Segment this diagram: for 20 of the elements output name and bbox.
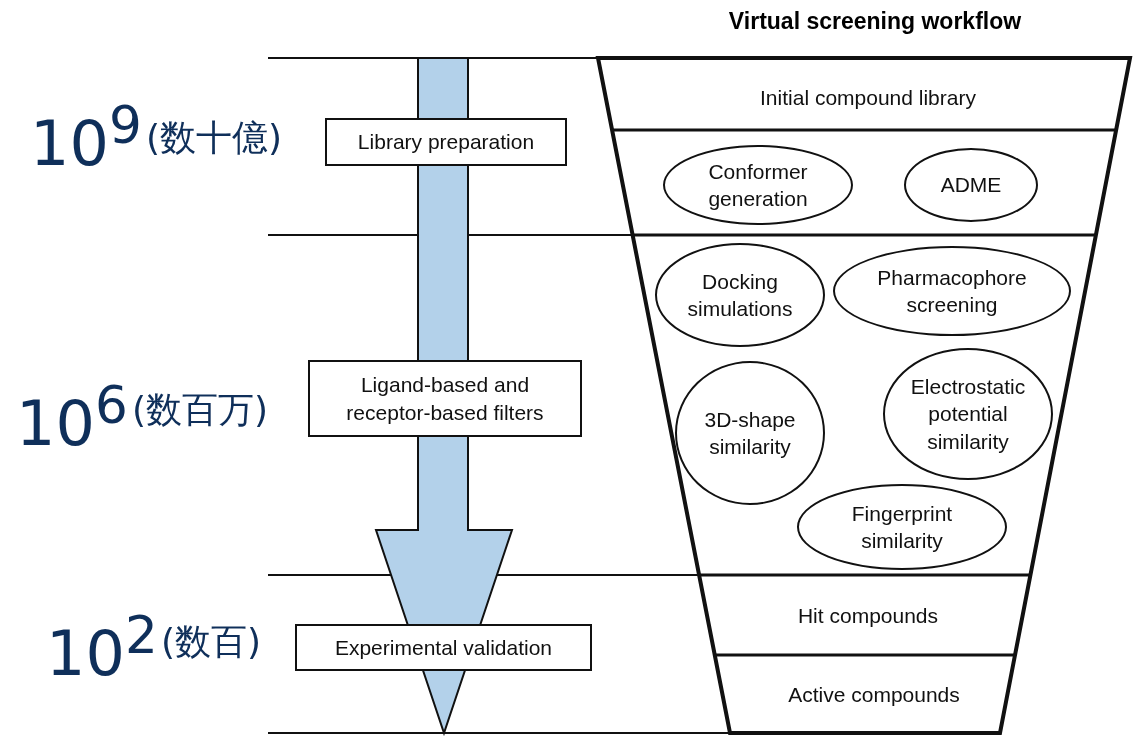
method-ellipse: Fingerprint similarity bbox=[797, 484, 1007, 570]
method-ellipse: Pharmacophore screening bbox=[833, 246, 1071, 336]
title: Virtual screening workflow bbox=[727, 8, 1023, 35]
stage-label: Hit compounds bbox=[740, 590, 996, 642]
method-ellipse: Conformer generation bbox=[663, 145, 853, 225]
process-box: Library preparation bbox=[325, 118, 567, 166]
method-ellipse: Docking simulations bbox=[655, 243, 825, 347]
process-box: Ligand-based and receptor-based filters bbox=[308, 360, 582, 437]
stage-label: Active compounds bbox=[745, 669, 1003, 721]
magnitude-label: 10$^{2}$ bbox=[46, 610, 158, 685]
method-ellipse: ADME bbox=[904, 148, 1038, 222]
method-ellipse: 3D-shape similarity bbox=[675, 361, 825, 505]
count-note: (数十億) bbox=[146, 120, 283, 156]
stage-label: Initial compound library bbox=[640, 72, 1096, 124]
count-note: (数百万) bbox=[132, 392, 269, 428]
magnitude-label: 10$^{9}$ bbox=[30, 100, 142, 175]
method-ellipse: Electrostatic potential similarity bbox=[883, 348, 1053, 480]
count-note: (数百) bbox=[161, 624, 262, 660]
magnitude-label: 10$^{6}$ bbox=[16, 380, 128, 455]
process-box: Experimental validation bbox=[295, 624, 592, 671]
